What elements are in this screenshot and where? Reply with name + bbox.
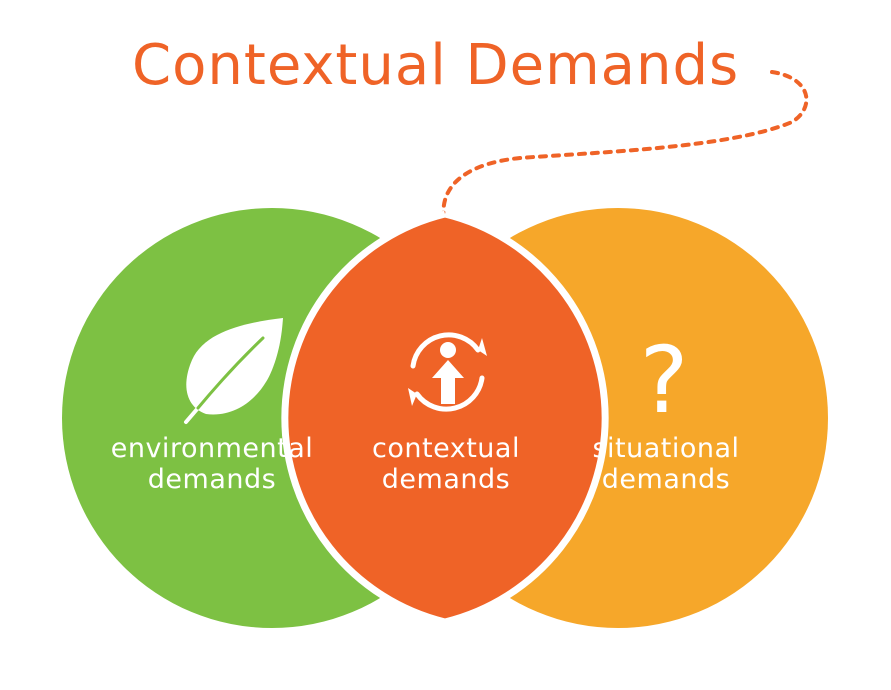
- situational-label-line-1: situational: [592, 433, 739, 464]
- diagram-title: Contextual Demands: [132, 33, 739, 98]
- intersection-divider-right: [444, 210, 609, 626]
- leaf-icon: [184, 318, 283, 424]
- question-mark-icon: ?: [640, 327, 689, 434]
- environmental-label-line-2: demands: [148, 464, 276, 495]
- person-cycle-icon: [408, 332, 487, 412]
- contextual-intersection: [284, 214, 606, 622]
- intersection-divider-left: [281, 210, 446, 626]
- environmental-label-line-1: environmental: [111, 433, 314, 464]
- contextual-label-line-2: demands: [382, 464, 510, 495]
- title-connector-line: [441, 70, 809, 220]
- situational-label-line-2: demands: [602, 464, 730, 495]
- contextual-label-line-1: contextual: [372, 433, 520, 464]
